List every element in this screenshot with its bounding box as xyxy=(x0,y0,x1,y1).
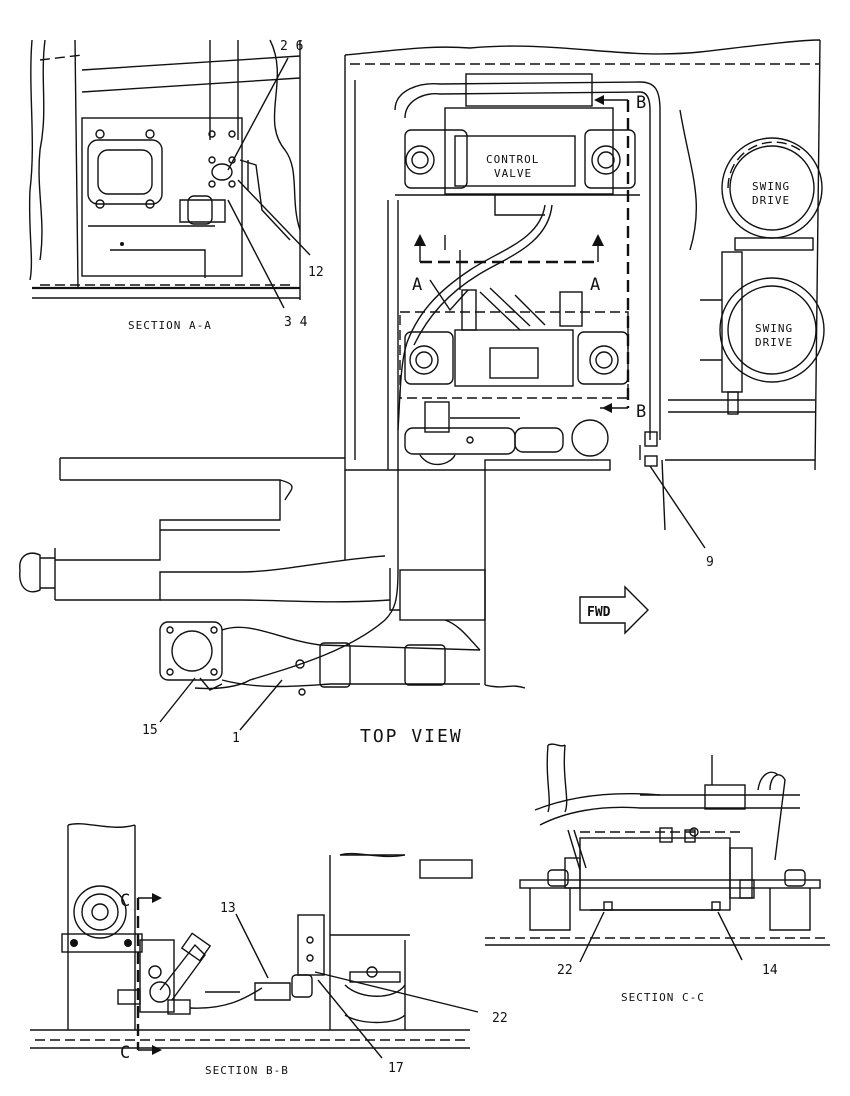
top-view xyxy=(19,39,825,731)
callout-22-cc: 22 xyxy=(557,963,573,978)
section-marker-c-bottom: C xyxy=(120,1043,130,1063)
section-marker-c-top: C xyxy=(120,891,130,911)
section-cc-title: SECTION C-C xyxy=(621,991,705,1004)
section-marker-a-right: A xyxy=(590,275,600,295)
swing-drive-lower-label-1: SWING xyxy=(755,322,793,335)
callout-9: 9 xyxy=(706,555,714,570)
swing-drive-upper-label-1: SWING xyxy=(752,180,790,193)
callout-13: 13 xyxy=(220,901,236,916)
swing-drive-upper-label-2: DRIVE xyxy=(752,194,790,207)
callout-22-bb: 22 xyxy=(492,1011,508,1026)
callout-15: 15 xyxy=(142,723,158,738)
callout-1: 1 xyxy=(232,731,240,746)
section-marker-b-bottom: B xyxy=(636,402,646,422)
section-bb-view xyxy=(30,823,479,1059)
fwd-label: FWD xyxy=(587,605,611,620)
section-bb-title: SECTION B-B xyxy=(205,1064,289,1077)
section-marker-b-top: B xyxy=(636,93,646,113)
top-view-title: TOP VIEW xyxy=(360,726,463,747)
section-aa-view xyxy=(28,39,311,309)
swing-drive-lower-label-2: DRIVE xyxy=(755,336,793,349)
callout-26: 2 6 xyxy=(280,39,303,54)
callout-14: 14 xyxy=(762,963,778,978)
section-aa-title: SECTION A-A xyxy=(128,319,212,332)
section-cc-view xyxy=(485,743,830,963)
callout-34: 3 4 xyxy=(284,315,308,330)
callout-17: 17 xyxy=(388,1061,404,1076)
section-marker-a-left: A xyxy=(412,275,422,295)
callout-12: 12 xyxy=(308,265,324,280)
control-valve-label-1: CONTROL xyxy=(486,153,539,166)
control-valve-label-2: VALVE xyxy=(494,167,532,180)
